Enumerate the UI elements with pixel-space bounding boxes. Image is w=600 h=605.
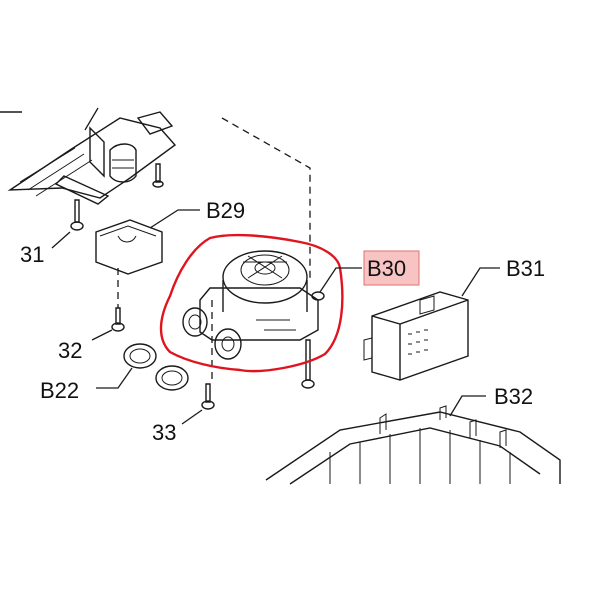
part-b22: B22 [40,343,189,403]
part-b32: B32 [265,384,561,485]
part-b31: B31 [363,256,545,381]
screw-32: 32 [58,307,125,363]
b30-highlight-outline [159,233,344,373]
label-33: 33 [152,420,176,445]
part-b30 [182,250,325,389]
top-bracket-assembly [0,107,177,205]
label-b31: B31 [506,256,545,281]
guide-line-vertical [221,117,311,282]
label-b22: B22 [40,378,79,403]
screw-33: 33 [152,383,215,445]
part-b29: B29 [95,198,245,275]
screw-31: 31 [20,199,84,267]
label-b30: B30 [367,256,406,281]
label-b29: B29 [206,198,245,223]
label-32: 32 [58,338,82,363]
label-b32: B32 [494,384,533,409]
b30-label-group: B30 [319,250,420,293]
b30-label-highlight [363,250,420,286]
label-31: 31 [20,242,44,267]
